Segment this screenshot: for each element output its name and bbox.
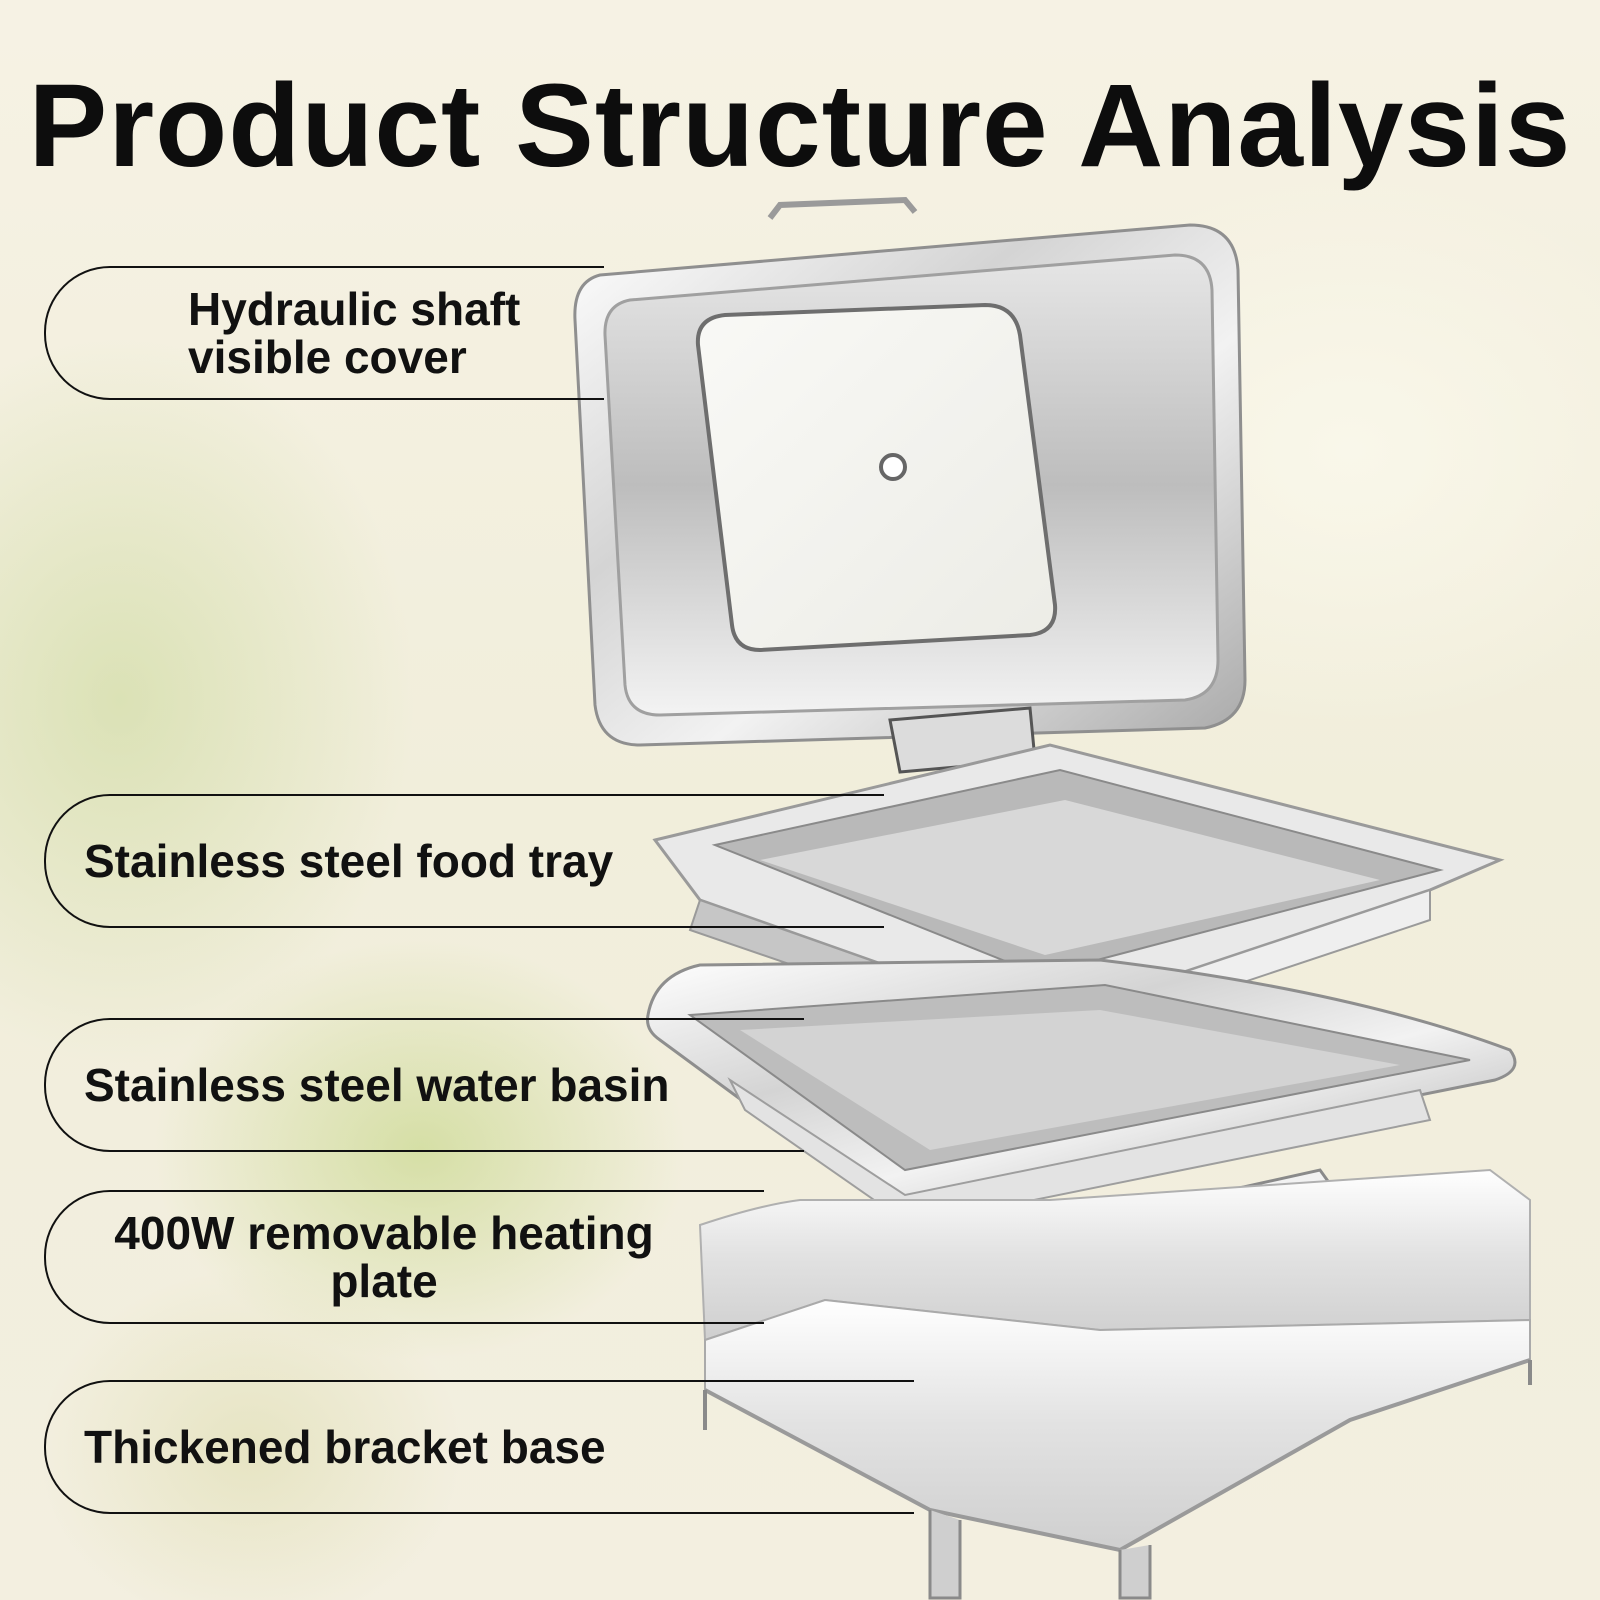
- label-thickened-bracket-base: Thickened bracket base: [44, 1380, 914, 1514]
- visible-cover: [573, 196, 1247, 774]
- label-heating-line1: 400W removable heating: [114, 1206, 654, 1259]
- water-basin: [646, 958, 1517, 1227]
- cover-glass-window: [695, 302, 1058, 653]
- label-cover-line2: visible cover: [188, 331, 467, 383]
- label-base-text: Thickened bracket base: [84, 1420, 606, 1473]
- base-leg: [1118, 1545, 1152, 1600]
- label-removable-heating-plate: 400W removable heating plate: [44, 1190, 764, 1324]
- label-heating-line2: plate: [330, 1255, 438, 1307]
- cover-steam-vent-icon: [879, 453, 907, 481]
- label-cover-line1: Hydraulic shaft: [188, 282, 521, 335]
- label-stainless-steel-food-tray: Stainless steel food tray: [44, 794, 884, 928]
- label-tray-text: Stainless steel food tray: [84, 834, 614, 887]
- label-hydraulic-shaft-visible-cover: Hydraulic shaft visible cover: [44, 266, 604, 400]
- cover-handle: [767, 196, 918, 220]
- page-title: Product Structure Analysis: [28, 60, 1572, 192]
- base-leg: [928, 1510, 962, 1600]
- label-basin-text: Stainless steel water basin: [84, 1058, 670, 1111]
- label-stainless-steel-water-basin: Stainless steel water basin: [44, 1018, 804, 1152]
